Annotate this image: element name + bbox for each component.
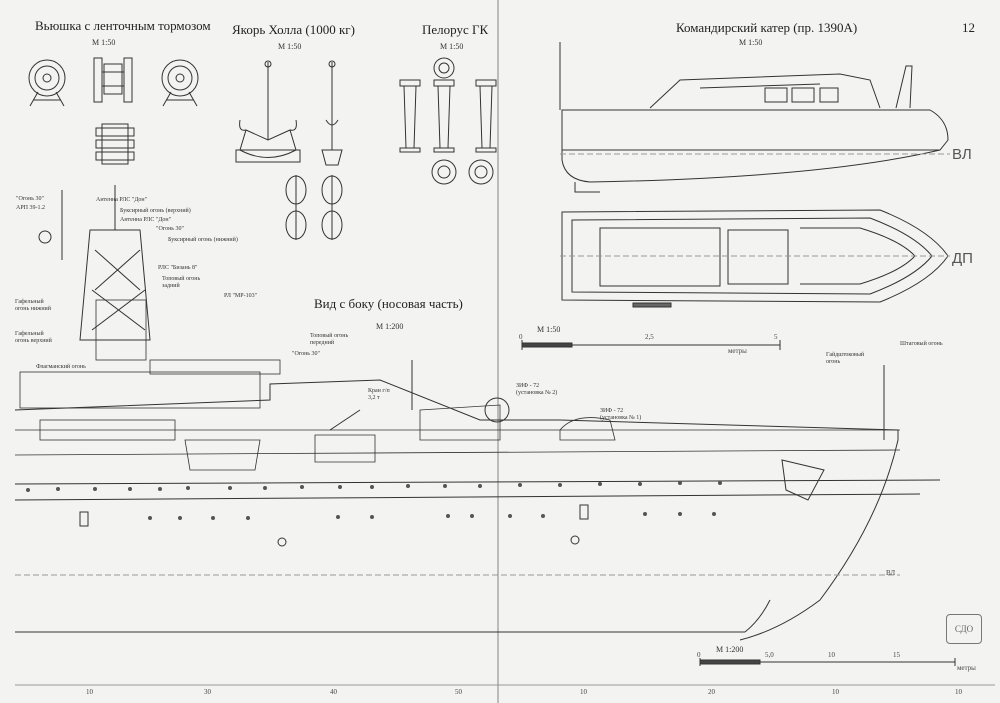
publisher-stamp: СДО [946, 614, 982, 644]
page-number: 12 [962, 20, 975, 35]
ruler-number: 10 [580, 688, 587, 696]
callout-gyro-light: Гайдштоковый огонь [826, 352, 865, 365]
side-view-scale: М 1:200 [376, 322, 404, 331]
ship-wl-label: ВЛ [886, 569, 896, 577]
anchor-title: Якорь Холла (1000 кг) [232, 22, 355, 37]
pelorus-drawing [399, 57, 497, 185]
callout-ogon30-mid: "Огонь 30" [156, 226, 184, 232]
side-view-title: Вид с боку (носовая часть) [314, 296, 463, 311]
ruler-number: 20 [708, 688, 715, 696]
boat-bar-tick: 2,5 [645, 333, 654, 341]
callout-tow-light-lower: Буксирный огонь (нижний) [168, 237, 238, 243]
callout-antenna-don-1: Антенна РЛС "Дон" [96, 197, 148, 203]
callout-ogon30-top: "Огонь 30" [16, 196, 44, 202]
anchor-scale: М 1:50 [278, 42, 302, 51]
callout-tow-light-upper: Буксирный огонь (верхний) [120, 208, 191, 214]
callout-rl-mr: РЛ "МР-103" [224, 293, 258, 299]
ruler-number: 10 [955, 688, 962, 696]
callout-shtag-light: Штаговый огонь [900, 341, 943, 347]
boat-bar-scale: М 1:50 [537, 325, 561, 334]
boat-bar-tick: 0 [519, 333, 523, 341]
boat-scale: М 1:50 [739, 38, 763, 47]
callout-flag-light: Флагманский огонь [36, 364, 86, 370]
bottom-scale-bar [699, 658, 956, 666]
boat-side-view [559, 42, 950, 193]
boat-title: Командирский катер (пр. 1390А) [676, 20, 858, 35]
portholes [26, 481, 722, 520]
callout-crane: Кран г/п 3,2 т [368, 388, 390, 401]
ruler-number: 30 [204, 688, 211, 696]
anchor-drawing [235, 60, 343, 240]
boat-bar-unit: метры [728, 347, 747, 355]
callout-apl: АРП 39-1.2 [16, 205, 46, 211]
ruler-number: 10 [86, 688, 93, 696]
ship-side-view [14, 185, 941, 641]
bottom-bar-tick: 10 [828, 651, 835, 659]
boat-scale-bar [521, 340, 781, 350]
ruler-number: 50 [455, 688, 462, 696]
callout-antenna-don-2: Антенна РЛС "Дон" [120, 217, 172, 223]
bottom-bar-tick: 5,0 [765, 651, 774, 659]
boat-dp-label: ДП [952, 250, 973, 267]
callout-tow-light-stern: Топовый огонь задний [162, 276, 201, 289]
callout-ogon30-low: "Огонь 30" [292, 351, 320, 357]
ruler-number: 10 [832, 688, 839, 696]
winch-title: Вьюшка с ленточным тормозом [35, 18, 211, 33]
ruler-number: 40 [330, 688, 337, 696]
callout-gaff-upper: Гафельный огонь верхний [15, 331, 52, 344]
bottom-bar-tick: 15 [893, 651, 900, 659]
bottom-bar-tick: 0 [697, 651, 701, 659]
callout-gaff-lower: Гафельный огонь нижний [15, 299, 51, 312]
callout-zif-2: ЗИФ - 72 (установка № 2) [516, 383, 558, 396]
winch-scale: М 1:50 [92, 38, 116, 47]
boat-bar-tick: 5 [774, 333, 778, 341]
bottom-bar-scale: М 1:200 [716, 645, 744, 654]
bottom-bar-unit: метры [957, 664, 976, 672]
callout-top-light-fwd: Топовый огонь передний [310, 333, 349, 346]
pelorus-title: Пелорус ГК [422, 22, 489, 37]
pelorus-scale: М 1:50 [440, 42, 464, 51]
boat-wl-label: ВЛ [952, 146, 972, 163]
boat-plan-view [560, 209, 950, 308]
callout-rls-bizan: РЛС "Бизань 8" [158, 265, 198, 271]
callout-zif-1: ЗИФ - 72 (установка № 1) [600, 408, 642, 421]
winch-drawing [28, 57, 199, 165]
